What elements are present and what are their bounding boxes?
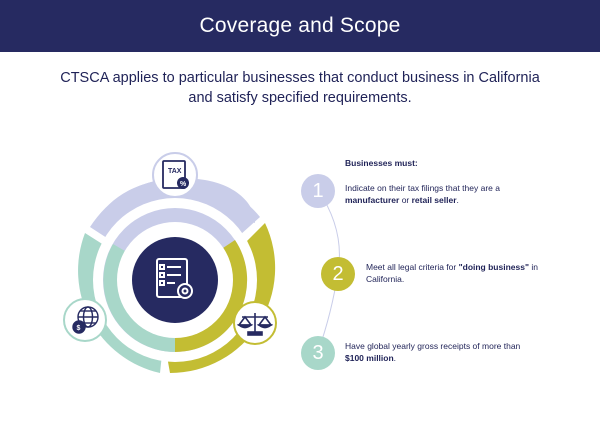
step-3-circle: 3: [301, 336, 335, 370]
step-1-text-post: .: [456, 195, 459, 205]
requirements-heading: Businesses must:: [345, 158, 418, 168]
step-1-text-pre: Indicate on their tax filings that they …: [345, 183, 500, 193]
checklist-gear-icon: [156, 258, 193, 299]
step-3-text-bold1: $100 million: [345, 353, 394, 363]
step-2-circle: 2: [321, 257, 355, 291]
page-header: Coverage and Scope: [0, 0, 600, 52]
lavender-outer-arc: [90, 178, 260, 240]
scales-icon: [236, 313, 274, 336]
step-1-text: Indicate on their tax filings that they …: [345, 182, 535, 206]
step-3-text-pre: Have global yearly gross receipts of mor…: [345, 341, 521, 351]
svg-text:%: %: [180, 181, 187, 188]
step-2-text-bold1: "doing business": [458, 262, 529, 272]
step-1-text-bold1: manufacturer: [345, 195, 400, 205]
center-circle: [132, 237, 218, 323]
step-2-text-pre: Meet all legal criteria for: [366, 262, 459, 272]
step-2-text: Meet all legal criteria for "doing busin…: [366, 261, 556, 285]
svg-text:TAX: TAX: [168, 168, 182, 175]
step-1-text-bold2: retail seller: [411, 195, 457, 205]
intro-text: CTSCA applies to particular businesses t…: [60, 70, 540, 106]
step-2-text-post: in California.: [366, 262, 538, 284]
tax-form-icon: TAX %: [162, 160, 189, 189]
step-1-text-mid: or: [399, 195, 412, 205]
svg-text:$: $: [77, 325, 81, 332]
step-1-circle: 1: [301, 174, 335, 208]
step-2-number: 2: [332, 262, 344, 285]
globe-money-icon: $: [72, 306, 99, 334]
step-3-number: 3: [312, 341, 324, 364]
step-3-text-post: .: [393, 353, 397, 363]
step-3-text: Have global yearly gross receipts of mor…: [345, 340, 525, 364]
step-1-number: 1: [312, 179, 324, 202]
page-title: Coverage and Scope: [199, 14, 401, 37]
coverage-diagram: TAX % $: [63, 152, 277, 374]
